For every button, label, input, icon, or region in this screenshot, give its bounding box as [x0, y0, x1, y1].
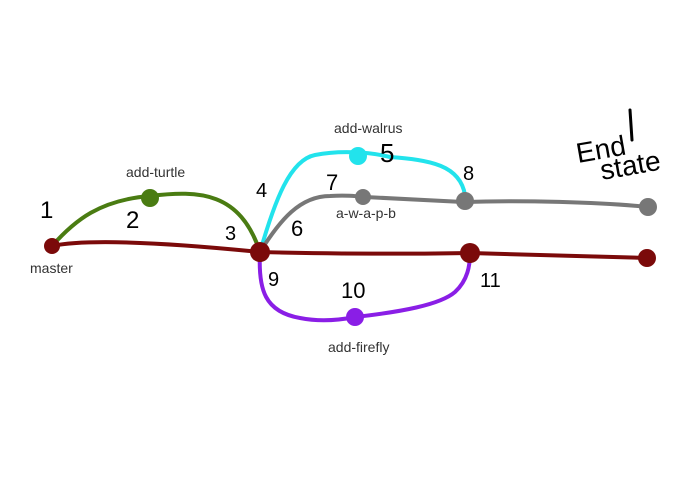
a-w-a-p-b-end-commit [639, 198, 657, 216]
master-start-commit [44, 238, 60, 254]
a-w-a-p-b-commit [355, 189, 371, 205]
a-w-a-p-b-label: a-w-a-p-b [336, 205, 396, 221]
a-w-a-p-b-merge-commit-8 [456, 192, 474, 210]
add-walrus-label: add-walrus [334, 120, 402, 136]
master-end-commit [638, 249, 656, 267]
step-number-9: 9 [268, 269, 279, 291]
master-merge-commit-3 [250, 242, 270, 262]
step-number-7: 7 [326, 170, 338, 195]
step-number-10: 10 [341, 278, 365, 303]
master-branch-line [50, 240, 650, 260]
add-firefly-commit [346, 308, 364, 326]
master-merge-commit-11 [460, 243, 480, 263]
step-number-3: 3 [225, 223, 236, 245]
add-walrus-commit [349, 147, 367, 165]
add-firefly-label: add-firefly [328, 339, 389, 355]
add-turtle-commit [141, 189, 159, 207]
a-w-a-p-b-branch-line [258, 193, 650, 254]
step-number-5: 5 [380, 138, 394, 168]
master-label: master [30, 260, 73, 276]
step-number-1: 1 [40, 197, 53, 224]
step-number-4: 4 [256, 180, 267, 202]
step-number-11: 11 [480, 270, 501, 292]
add-turtle-label: add-turtle [126, 164, 185, 180]
step-number-2: 2 [126, 207, 139, 234]
step-number-8: 8 [463, 163, 474, 185]
end-state-tick-mark [628, 108, 634, 142]
step-number-6: 6 [291, 216, 303, 241]
